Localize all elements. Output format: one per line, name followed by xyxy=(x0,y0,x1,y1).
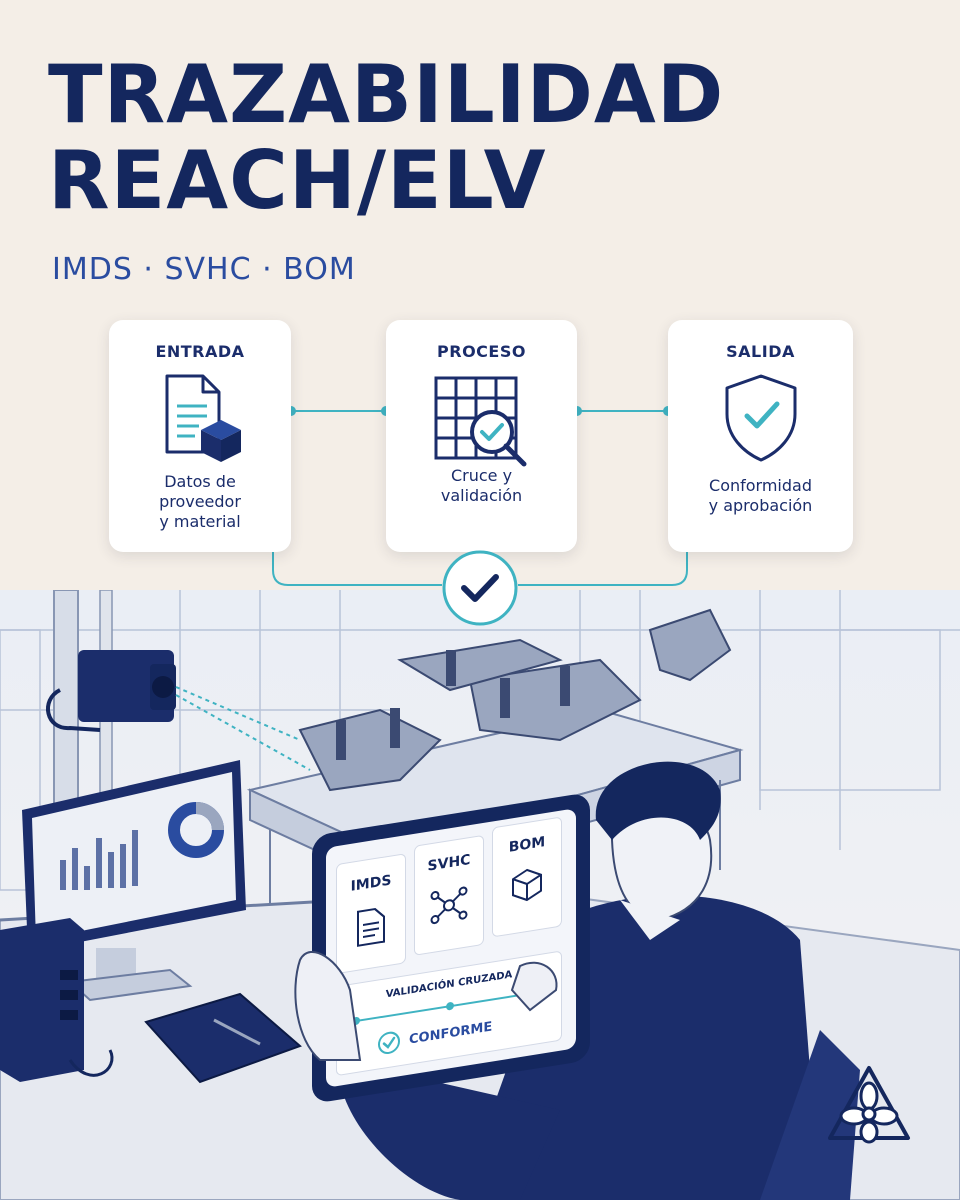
step-description: Datos de proveedor y material xyxy=(159,472,241,531)
molecule-icon xyxy=(430,886,468,925)
tab-imds[interactable]: IMDS xyxy=(336,853,406,975)
conforme-status[interactable]: CONFORME xyxy=(377,1014,492,1056)
title-line-1: TRAZABILIDAD xyxy=(48,48,725,141)
flow-step-process: PROCESO Cruce y validación xyxy=(386,320,577,552)
page-subtitle: IMDS · SVHC · BOM xyxy=(52,252,356,287)
tab-label: IMDS xyxy=(350,872,392,895)
page-title: TRAZABILIDAD REACH/ELV xyxy=(48,52,724,224)
shield-check-icon xyxy=(725,374,797,462)
document-icon xyxy=(357,907,385,947)
step-label: SALIDA xyxy=(726,342,795,361)
step-description: Cruce y validación xyxy=(440,466,523,505)
flow-step-input: ENTRADA Datos de proveedor y material xyxy=(109,320,291,552)
title-line-2: REACH/ELV xyxy=(48,134,547,227)
monitor-illustration xyxy=(22,760,246,1002)
edge-device-illustration xyxy=(0,918,114,1082)
camera-illustration xyxy=(46,650,311,771)
step-label: ENTRADA xyxy=(155,342,245,361)
tablet-screen: IMDS SVHC BOM xyxy=(326,808,576,1088)
cube-icon xyxy=(512,868,542,902)
brand-logo-icon xyxy=(828,1066,910,1144)
tab-bom[interactable]: BOM xyxy=(492,816,562,938)
check-circle-icon xyxy=(442,550,518,626)
check-icon xyxy=(378,1031,400,1054)
document-cube-icon xyxy=(165,374,241,462)
tab-label: BOM xyxy=(508,834,546,856)
flow-step-output: SALIDA Conformidad y aprobación xyxy=(668,320,853,552)
status-label: CONFORME xyxy=(409,1018,493,1048)
grid-magnifier-icon xyxy=(434,376,527,467)
step-label: PROCESO xyxy=(437,342,526,361)
tab-svhc[interactable]: SVHC xyxy=(414,834,484,956)
tablet-illustration: IMDS SVHC BOM xyxy=(312,791,590,1105)
step-description: Conformidad y aprobación xyxy=(708,476,813,515)
tab-label: SVHC xyxy=(427,851,471,875)
